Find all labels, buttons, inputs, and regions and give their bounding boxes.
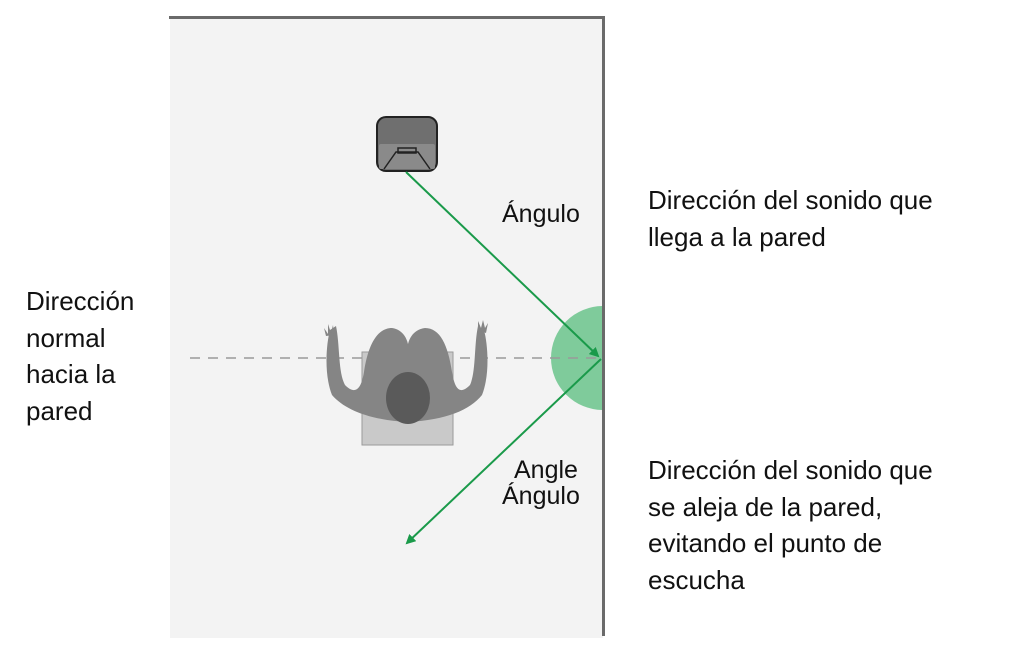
incoming-direction-label: Dirección del sonido que llega a la pare… <box>648 182 933 255</box>
label-line: evitando el punto de <box>648 528 883 558</box>
normal-direction-label: Dirección normal hacia la pared <box>26 283 134 429</box>
label-line: Dirección del sonido que <box>648 185 933 215</box>
label-line: Dirección del sonido que <box>648 455 933 485</box>
reflected-sound-arrow <box>405 358 602 545</box>
label-line: pared <box>26 395 93 426</box>
reflected-direction-label: Dirección del sonido que se aleja de la … <box>648 452 933 598</box>
angle-label-bottom-es: Ángulo <box>502 482 580 510</box>
listener-head <box>386 372 430 424</box>
label-line: escucha <box>648 564 745 595</box>
room-floor <box>170 18 603 638</box>
label-line: normal <box>26 322 106 353</box>
angle-label-top: Ángulo <box>502 200 580 228</box>
speaker-icon <box>376 116 438 172</box>
label-line: hacia la <box>26 359 116 389</box>
incoming-sound-arrow <box>405 171 600 358</box>
label-line: se aleja de la pared, <box>648 491 883 522</box>
angle-label-bottom-en: Angle <box>514 456 578 484</box>
label-line: Dirección <box>26 286 135 316</box>
label-line: llega a la pared <box>648 221 826 252</box>
